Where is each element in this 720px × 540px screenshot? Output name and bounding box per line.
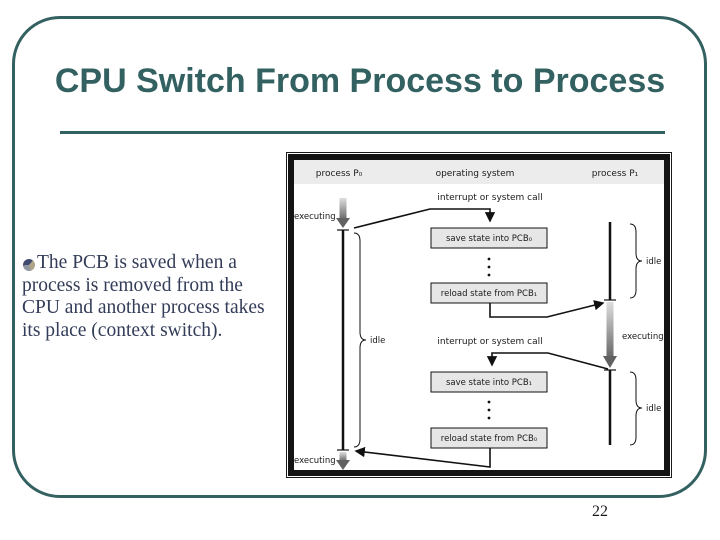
arrow-reload1-to-p1 bbox=[489, 300, 605, 318]
p1-idle-brace-bottom bbox=[629, 371, 643, 446]
box-save-state-pcb0-label: save state into PCB₀ bbox=[446, 234, 533, 244]
box-reload-state-pcb1 bbox=[430, 282, 548, 304]
process-switch-diagram: process P₀ operating system process P₁ e… bbox=[286, 152, 672, 478]
p0-executing-bottom-label: executing bbox=[294, 456, 336, 466]
p0-executing-arrow-top bbox=[339, 198, 347, 219]
header-process-p0: process P₀ bbox=[316, 169, 363, 179]
box-reload-state-pcb1-label: reload state from PCB₁ bbox=[441, 289, 537, 299]
slide-border-frame bbox=[12, 16, 707, 498]
ellipsis-dots-top bbox=[487, 257, 491, 277]
body-text-block: The PCB is saved when a process is remov… bbox=[22, 252, 302, 342]
box-reload-state-pcb0-label: reload state from PCB₀ bbox=[441, 434, 538, 444]
p0-executing-arrowhead-bottom bbox=[336, 460, 350, 470]
diagram-header-strip bbox=[294, 160, 664, 184]
box-save-state-pcb1-label: save state into PCB₁ bbox=[446, 378, 532, 388]
p0-executing-arrow-bottom bbox=[339, 452, 347, 461]
p0-executing-top-label: executing bbox=[294, 212, 336, 222]
p1-executing-label: executing bbox=[622, 332, 664, 342]
body-line: process is removed from the bbox=[22, 274, 243, 296]
box-reload-state-pcb0 bbox=[430, 427, 548, 449]
p1-idle-brace-top bbox=[629, 223, 643, 299]
bullet-icon bbox=[23, 259, 35, 271]
p0-executing-arrowhead-top bbox=[336, 218, 350, 228]
header-operating-system: operating system bbox=[436, 169, 515, 179]
interrupt-label-2: interrupt or system call bbox=[437, 337, 542, 347]
body-line: its place (context switch). bbox=[22, 319, 223, 341]
header-process-p1: process P₁ bbox=[592, 169, 639, 179]
box-save-state-pcb1 bbox=[430, 371, 548, 393]
p0-idle-brace bbox=[353, 232, 367, 448]
p0-idle-label: idle bbox=[370, 336, 385, 346]
p1-idle-top-label: idle bbox=[646, 257, 661, 267]
ellipsis-dots-bottom bbox=[487, 400, 491, 420]
arrow-p0-to-save0 bbox=[353, 208, 496, 229]
page-number: 22 bbox=[592, 503, 608, 520]
arrow-reload0-to-p0 bbox=[354, 446, 491, 468]
body-line: The PCB is saved when a bbox=[37, 252, 237, 273]
p1-idle-bottom-label: idle bbox=[646, 404, 661, 414]
interrupt-label-1: interrupt or system call bbox=[437, 193, 542, 203]
p1-executing-arrowhead bbox=[603, 356, 617, 368]
p1-executing-arrow bbox=[606, 302, 614, 356]
body-line: CPU and another process takes bbox=[22, 297, 265, 318]
slide-title: CPU Switch From Process to Process bbox=[54, 62, 666, 100]
arrow-p1-to-save1 bbox=[486, 352, 609, 370]
title-rule bbox=[60, 131, 665, 134]
box-save-state-pcb0 bbox=[430, 227, 548, 249]
